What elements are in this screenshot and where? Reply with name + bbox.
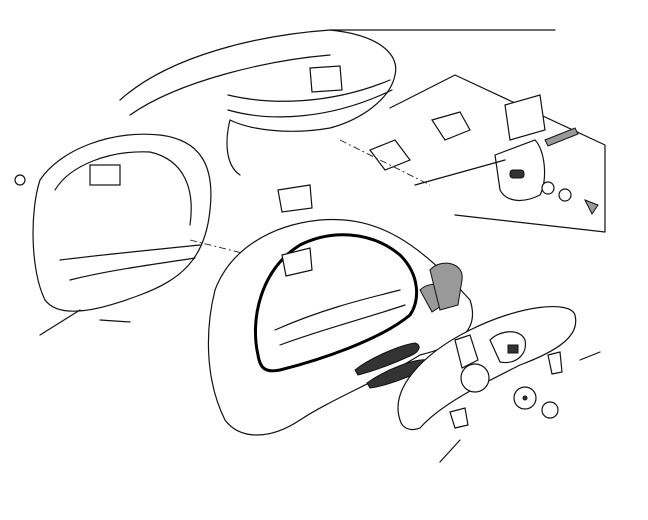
- latch-assembly-panel: [339, 74, 606, 233]
- logo-badges: [354, 342, 431, 389]
- left-inner-shell: [14, 133, 271, 336]
- outer-cover: [397, 306, 601, 463]
- main-shell: [207, 184, 474, 436]
- top-case-shell: [119, 29, 556, 176]
